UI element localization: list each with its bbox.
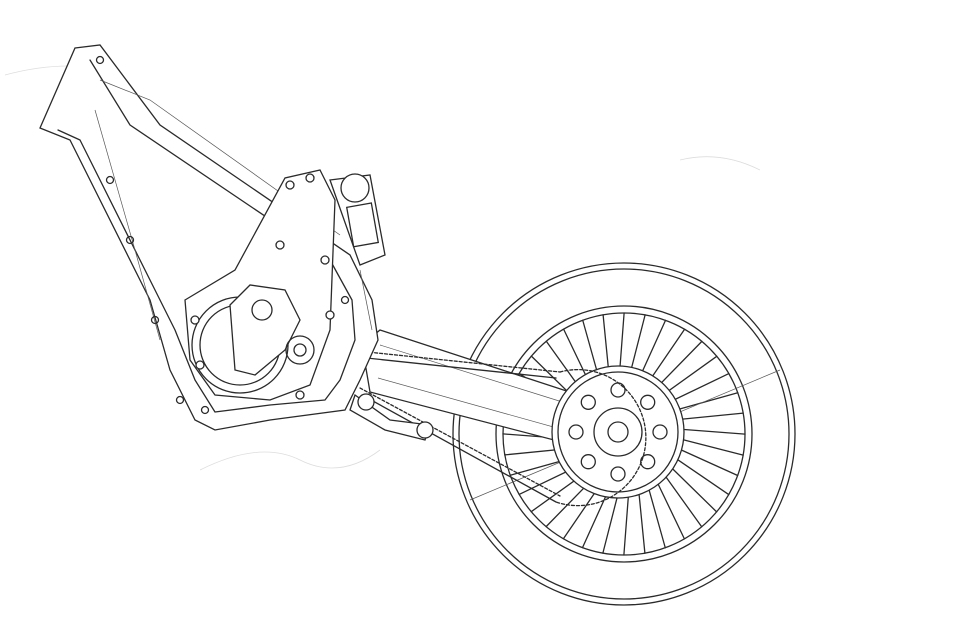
bolt [305, 173, 315, 183]
bolt [195, 360, 205, 370]
mount-hole [340, 295, 350, 305]
sprocket-hole [568, 424, 584, 440]
engine-bolts [190, 173, 335, 400]
engine [184, 169, 336, 401]
rear-tire-inner-edge [458, 268, 790, 600]
sprocket-hole [640, 454, 656, 470]
bolt [275, 240, 285, 250]
rear-rim-outer [495, 305, 753, 563]
bolt [190, 315, 200, 325]
engine-side-cover [229, 284, 301, 376]
mount-hole [105, 175, 115, 185]
sprocket-hole [610, 466, 626, 482]
sprocket-hole [580, 454, 596, 470]
sprocket-hole [580, 394, 596, 410]
mount-hole [95, 55, 105, 65]
mount-hole [125, 235, 135, 245]
mount-hole [150, 315, 160, 325]
mount-hole [200, 405, 210, 415]
sprocket-cutouts [568, 382, 668, 482]
bolt [295, 390, 305, 400]
sprocket-hole [640, 394, 656, 410]
bolt [285, 180, 295, 190]
bolt [325, 310, 335, 320]
bolt [320, 255, 330, 265]
frame-mount-holes [95, 55, 350, 415]
mount-hole [175, 395, 185, 405]
rear-sprocket [551, 365, 685, 499]
front-sprocket [285, 335, 315, 365]
sprocket-hole [652, 424, 668, 440]
suspension-linkage [349, 393, 434, 441]
rear-shock [329, 173, 386, 331]
